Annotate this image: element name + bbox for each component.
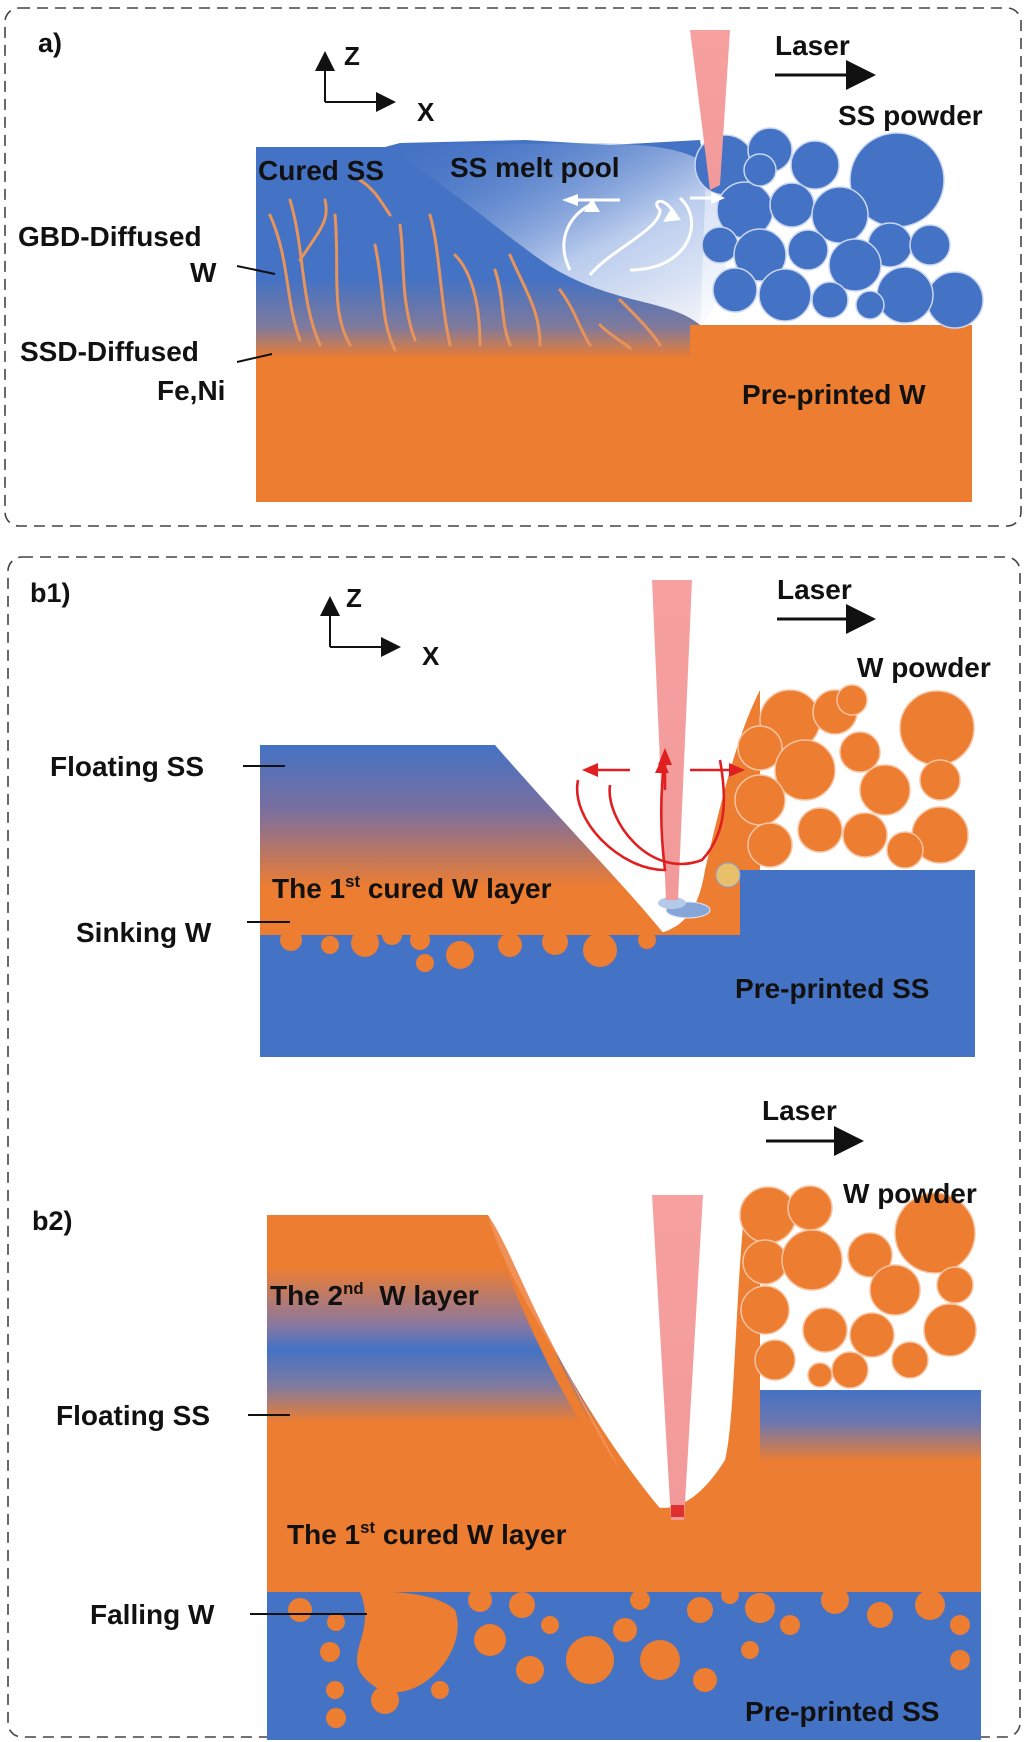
laser-label-b1: Laser <box>777 574 852 605</box>
panel-b1-tag: b1) <box>30 578 71 608</box>
gbd-grain-lines <box>268 178 662 352</box>
second-w-layer-label: The 2nd W layer <box>270 1279 479 1311</box>
ss-powder-label: SS powder <box>838 100 983 131</box>
panel-a-tag: a) <box>38 28 62 58</box>
axis-x-label-b1: X <box>422 641 440 671</box>
pre-printed-ss-block-b1 <box>260 935 975 1057</box>
panel-b2-tag: b2) <box>32 1206 73 1236</box>
falling-w-label: Falling W <box>90 1599 215 1630</box>
floating-ss-block <box>260 745 665 935</box>
ssd-label-line1: SSD-Diffused <box>20 336 199 367</box>
cured-w-layer-pre-b2: The 1 <box>287 1519 360 1550</box>
axis-indicator-a <box>315 51 396 112</box>
falling-w-particles <box>288 1586 970 1728</box>
ssd-label-line2: Fe,Ni <box>157 375 225 406</box>
laser-label-b2: Laser <box>762 1095 837 1126</box>
sinking-w-particles <box>280 925 656 972</box>
axis-indicator-b1 <box>320 596 401 657</box>
w-powder-particles-b1 <box>734 684 975 869</box>
laser-beam-b2 <box>652 1195 703 1520</box>
melt-channel-b1 <box>650 870 740 935</box>
panel-a-frame <box>4 7 1022 527</box>
w-powder-label-b2: W powder <box>843 1178 977 1209</box>
ssd-leader-line <box>236 353 273 363</box>
second-w-layer-sup: nd <box>343 1279 364 1298</box>
melt-flow-arrows-a <box>562 196 720 276</box>
w-powder-label-b1: W powder <box>857 652 991 683</box>
second-w-layer-pre: The 2 <box>270 1280 343 1311</box>
pre-printed-ss-label-b1: Pre-printed SS <box>735 973 929 1004</box>
pre-printed-w-label: Pre-printed W <box>742 379 926 410</box>
melt-channel-b2 <box>488 1205 760 1525</box>
gbd-label-line1: GBD-Diffused <box>18 221 202 252</box>
cured-w-layer-post-b2: cured W layer <box>375 1519 567 1550</box>
cured-w-layer-post-b1: cured W layer <box>360 873 552 904</box>
cured-w-layer-label-b2: The 1st cured W layer <box>287 1518 567 1550</box>
cured-w-layer-b2 <box>267 1520 981 1592</box>
cured-w-layer-sup-b1: st <box>345 872 360 891</box>
sinking-w-label: Sinking W <box>76 917 212 948</box>
pre-printed-w-step <box>690 325 972 385</box>
cured-ss-label: Cured SS <box>258 155 384 186</box>
axis-z-label-a: Z <box>344 41 360 71</box>
laser-label-a: Laser <box>775 30 850 61</box>
w-powder-particles-b2 <box>739 1185 977 1389</box>
ss-melt-pool-label: SS melt pool <box>450 152 620 183</box>
gbd-leader-line <box>236 265 276 275</box>
ss-melt-pool <box>385 143 727 325</box>
axis-x-label-a: X <box>417 97 435 127</box>
floating-ss-label-b1: Floating SS <box>50 751 204 782</box>
pre-printed-ss-label-b2: Pre-printed SS <box>745 1696 939 1727</box>
cured-w-layer-label-b1: The 1st cured W layer <box>272 872 552 904</box>
second-w-layer-post: W layer <box>364 1280 479 1311</box>
pre-printed-ss-right-b2 <box>725 1390 981 1520</box>
floating-ss-label-b2: Floating SS <box>56 1400 210 1431</box>
cured-w-layer-pre-b1: The 1 <box>272 873 345 904</box>
floating-ss-block-b2 <box>267 1215 670 1520</box>
ss-powder-particles <box>694 127 984 329</box>
gbd-label-line2: W <box>190 257 217 288</box>
laser-beam-b1 <box>652 580 692 900</box>
axis-z-label-b1: Z <box>346 583 362 613</box>
laser-beam-a <box>690 30 730 190</box>
cured-w-layer-sup-b2: st <box>360 1518 375 1537</box>
